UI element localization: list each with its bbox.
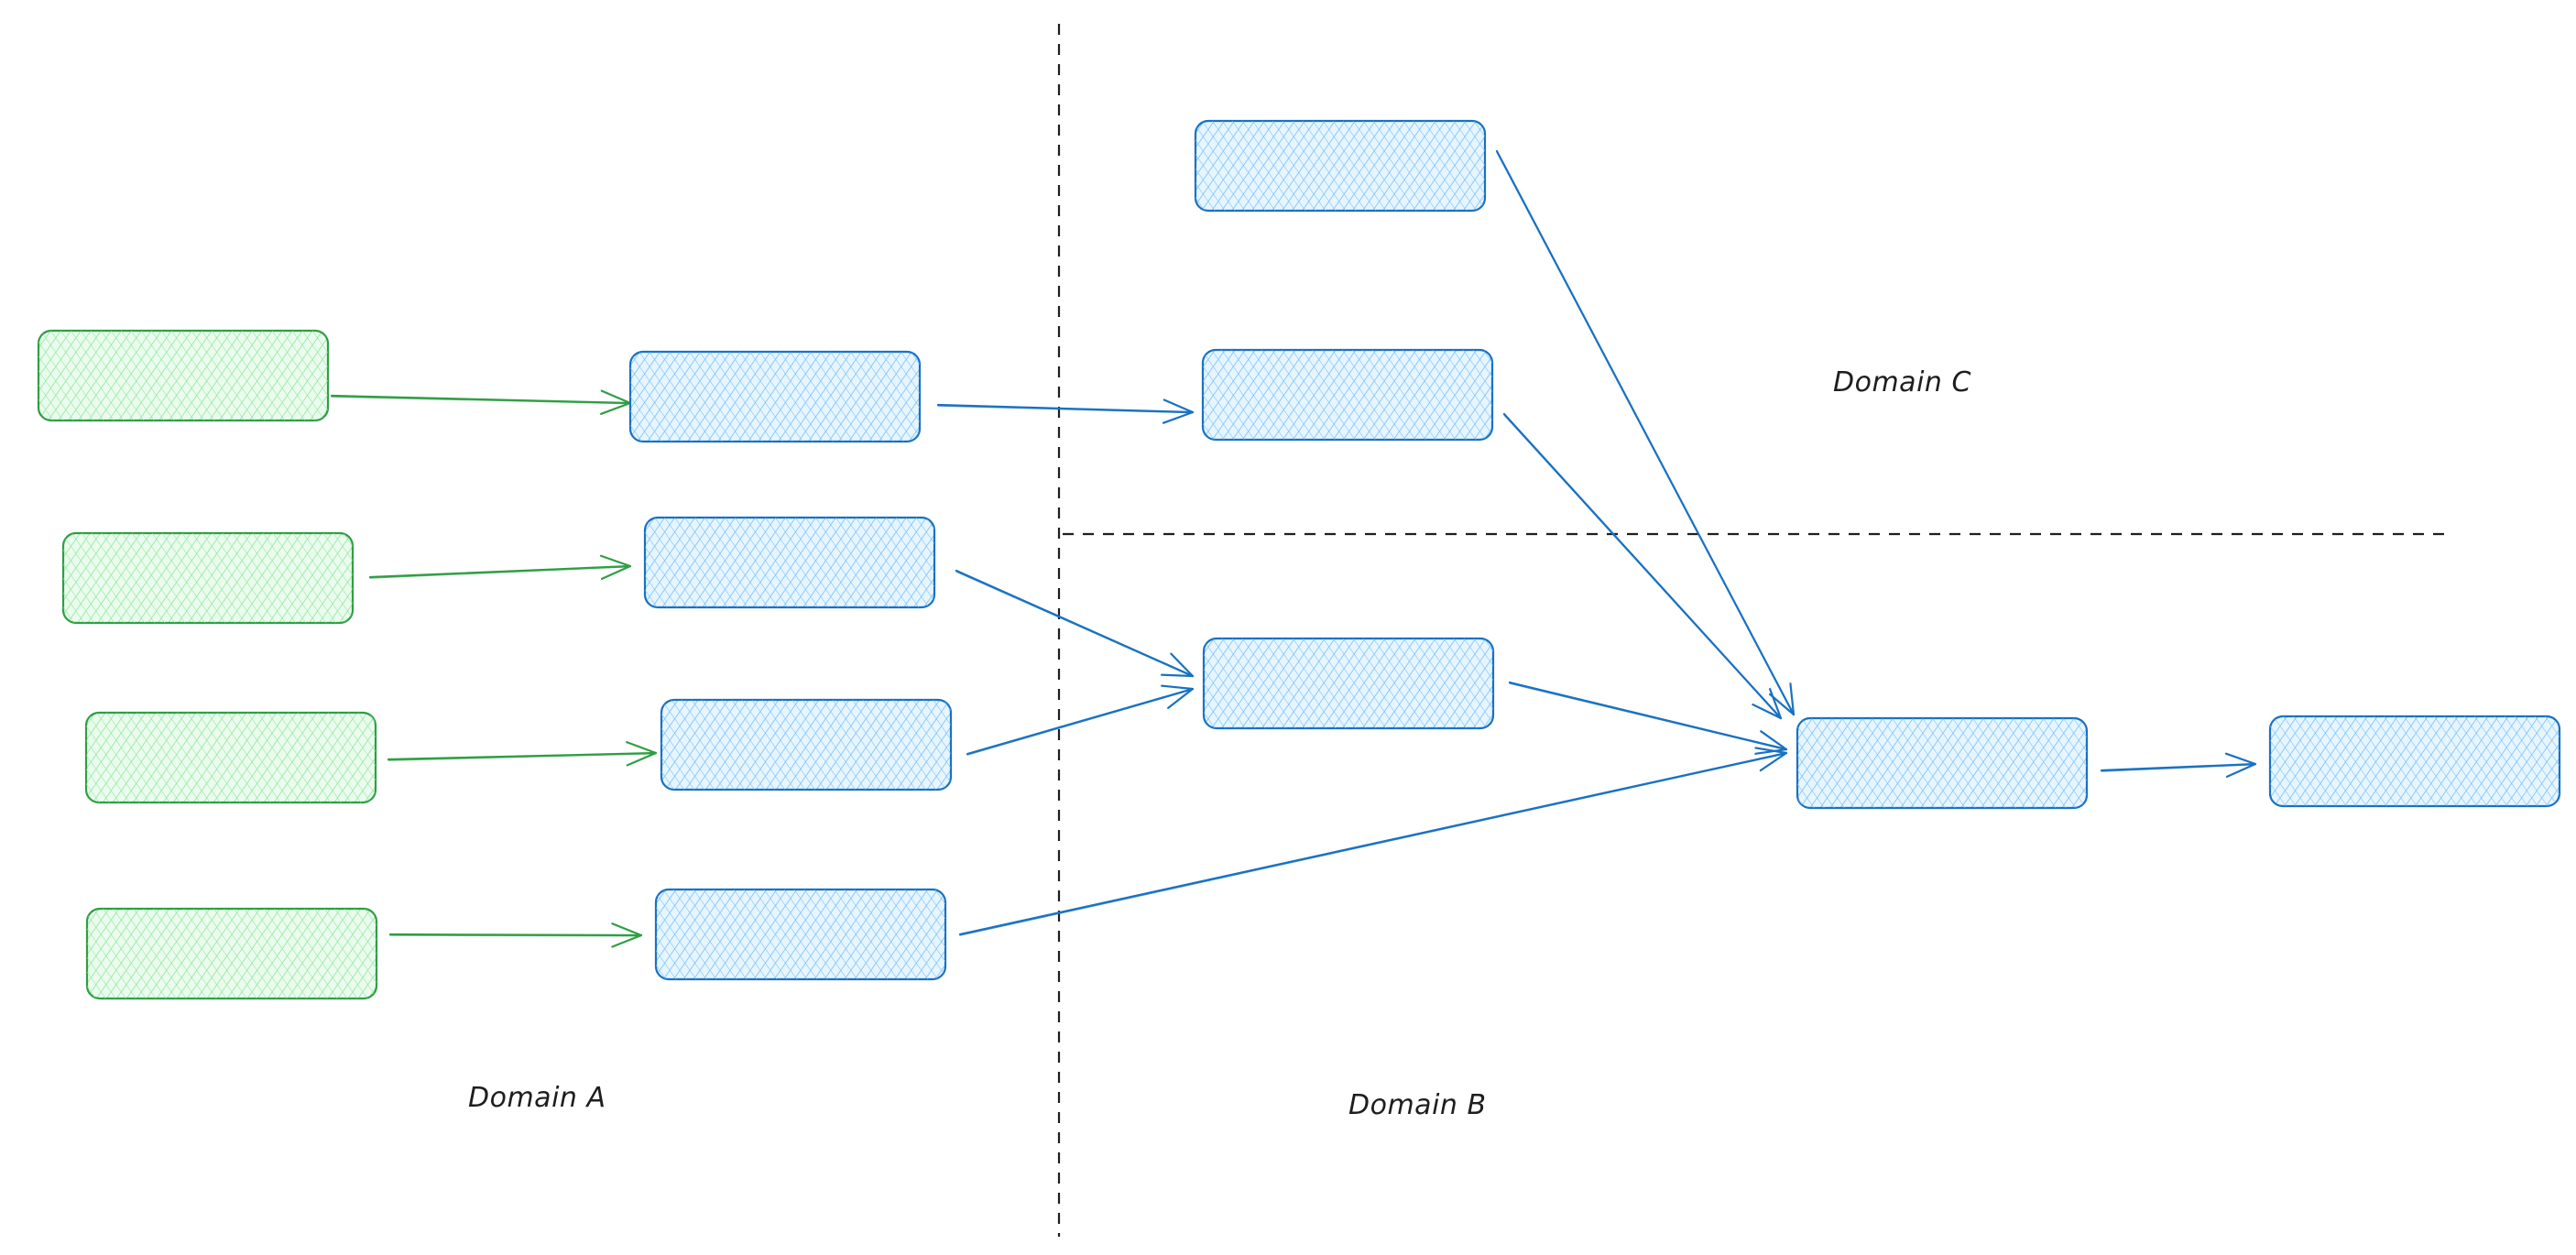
edge-c-node-top-to-hub[interactable] bbox=[1495, 149, 1796, 716]
edge-hub-to-sink[interactable] bbox=[2100, 752, 2257, 779]
edge-a-src-2-to-a-proc-2[interactable] bbox=[368, 554, 632, 581]
edge-c-node-mid-to-hub[interactable] bbox=[1502, 412, 1783, 720]
arrowhead bbox=[1160, 652, 1195, 678]
arrowhead bbox=[1754, 730, 1788, 755]
arrowhead bbox=[1161, 684, 1195, 709]
arrowhead bbox=[1162, 398, 1195, 424]
arrowhead bbox=[611, 922, 643, 948]
node-sink[interactable] bbox=[2268, 715, 2561, 808]
label-domain-b: Domain B bbox=[1348, 1089, 1487, 1121]
edge-a-proc-4-to-hub[interactable] bbox=[958, 747, 1788, 936]
edge-b-node-mid-to-hub[interactable] bbox=[1508, 681, 1788, 755]
arrowhead bbox=[1752, 688, 1783, 720]
node-b-mid[interactable] bbox=[1202, 637, 1495, 730]
edge-a-src-1-to-a-proc-1[interactable] bbox=[330, 389, 632, 415]
node-c-top[interactable] bbox=[1194, 119, 1487, 213]
node-a-proc-2[interactable] bbox=[643, 516, 936, 609]
edge-a-proc-1-to-c-node-mid[interactable] bbox=[936, 398, 1195, 424]
label-domain-a: Domain A bbox=[468, 1082, 606, 1114]
edge-a-src-4-to-a-proc-4[interactable] bbox=[388, 922, 643, 948]
arrowhead bbox=[626, 741, 658, 767]
node-hub[interactable] bbox=[1796, 716, 2089, 810]
edge-a-src-3-to-a-proc-3[interactable] bbox=[387, 741, 658, 767]
node-a-proc-4[interactable] bbox=[654, 888, 947, 981]
node-c-mid[interactable] bbox=[1201, 348, 1494, 442]
arrowhead bbox=[2224, 752, 2257, 779]
label-domain-c: Domain C bbox=[1833, 366, 1971, 398]
arrowhead bbox=[1769, 682, 1796, 716]
node-a-src-1[interactable] bbox=[37, 329, 330, 422]
node-a-proc-1[interactable] bbox=[628, 350, 922, 443]
node-a-src-2[interactable] bbox=[61, 531, 355, 625]
edge-a-proc-3-to-b-node-mid[interactable] bbox=[966, 684, 1195, 756]
node-a-src-4[interactable] bbox=[85, 907, 378, 1000]
arrowhead bbox=[1754, 747, 1788, 772]
node-a-proc-3[interactable] bbox=[660, 698, 953, 791]
arrowhead bbox=[599, 554, 632, 581]
node-a-src-3[interactable] bbox=[84, 711, 377, 804]
edge-a-proc-2-to-b-node-mid[interactable] bbox=[955, 569, 1195, 678]
